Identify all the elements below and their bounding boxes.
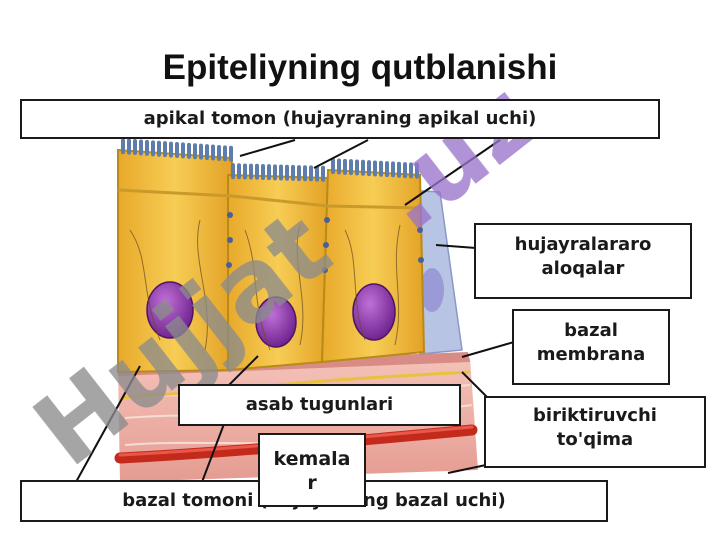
microvillus-6 [157,140,161,157]
nucleus-2 [255,296,297,348]
microvillus-49 [415,162,419,179]
microvillus-4 [145,139,149,156]
microvillus-1 [127,138,131,155]
label-apical-side: apikal tomon (hujayraning apikal uchi) [20,99,660,139]
nucleus-3 [352,283,396,341]
label-apical-side-text: apikal tomon (hujayraning apikal uchi) [143,108,537,129]
label-nerve-endings: asab tugunlari [178,384,461,426]
cytoskeleton [129,219,401,351]
microvillus-47 [403,162,407,179]
microvillus-15 [211,144,215,161]
microvillus-46 [397,161,401,178]
label-basal-membrane: bazal membrana [512,309,670,385]
microvillus-13 [199,143,203,160]
microvillus-11 [187,142,191,159]
microvillus-22 [249,163,253,180]
microvillus-2 [133,139,137,156]
microvillus-9 [175,142,179,158]
microvillus-27 [279,164,283,181]
cell-junctions [226,212,424,273]
microvillus-30 [297,165,301,182]
microvillus-43 [379,160,383,177]
microvillus-10 [181,142,185,159]
microvillus-28 [285,164,289,181]
label-nerve-endings-text: asab tugunlari [245,394,394,415]
terminal-web [117,188,421,210]
microvillus-34 [321,165,325,182]
label-connective-line2: to'qima [556,429,634,451]
label-junctions-line2: aloqalar [541,258,625,280]
microvillus-24 [261,163,265,180]
microvillus-20 [237,163,241,180]
label-basal-membrane-line1: bazal [564,320,618,341]
microvillus-40 [361,159,365,176]
microvillus-32 [309,165,313,182]
label-intercellular-junctions: hujayralararo aloqalar [474,223,692,299]
microvillus-25 [267,164,271,181]
diagram-title: Epiteliyning qutblanishi [162,48,558,87]
label-connective-line1: biriktiruvchi [533,405,657,426]
microvillus-19 [231,163,235,180]
nucleus-1 [146,281,194,339]
microvillus-23 [255,163,259,180]
label-connective-tissue: biriktiruvchi to'qima [484,396,706,468]
label-capillaries-line1: kemala [273,448,351,470]
microvillus-17 [223,145,227,162]
microvillus-37 [343,158,347,175]
label-basal-membrane-line2: membrana [536,344,646,366]
label-capillaries-line2: r [307,472,317,494]
microvillus-21 [243,163,247,180]
microvillus-31 [303,165,307,182]
microvillus-48 [409,162,413,179]
microvillus-18 [229,145,233,162]
microvillus-29 [291,164,295,181]
microvillus-39 [355,159,359,176]
microvillus-44 [385,161,389,178]
side-cell-nucleus [420,268,444,312]
microvillus-36 [337,158,341,175]
microvillus-16 [217,144,221,161]
microvillus-3 [139,139,143,156]
microvillus-38 [349,159,353,176]
microvillus-26 [273,164,277,181]
microvillus-12 [193,143,197,160]
microvillus-41 [367,160,371,177]
microvillus-35 [331,158,335,175]
microvillus-42 [373,160,377,177]
microvillus-7 [163,141,167,158]
microvillus-0 [121,138,125,155]
microvillus-5 [151,140,155,157]
label-capillaries: kemala r [258,433,366,507]
microvillus-8 [169,141,173,158]
microvilli [121,138,419,182]
leader-lines [75,139,515,483]
label-junctions-line1: hujayralararo [514,234,652,255]
microvillus-33 [315,165,319,182]
microvillus-14 [205,144,209,161]
microvillus-45 [391,161,395,178]
